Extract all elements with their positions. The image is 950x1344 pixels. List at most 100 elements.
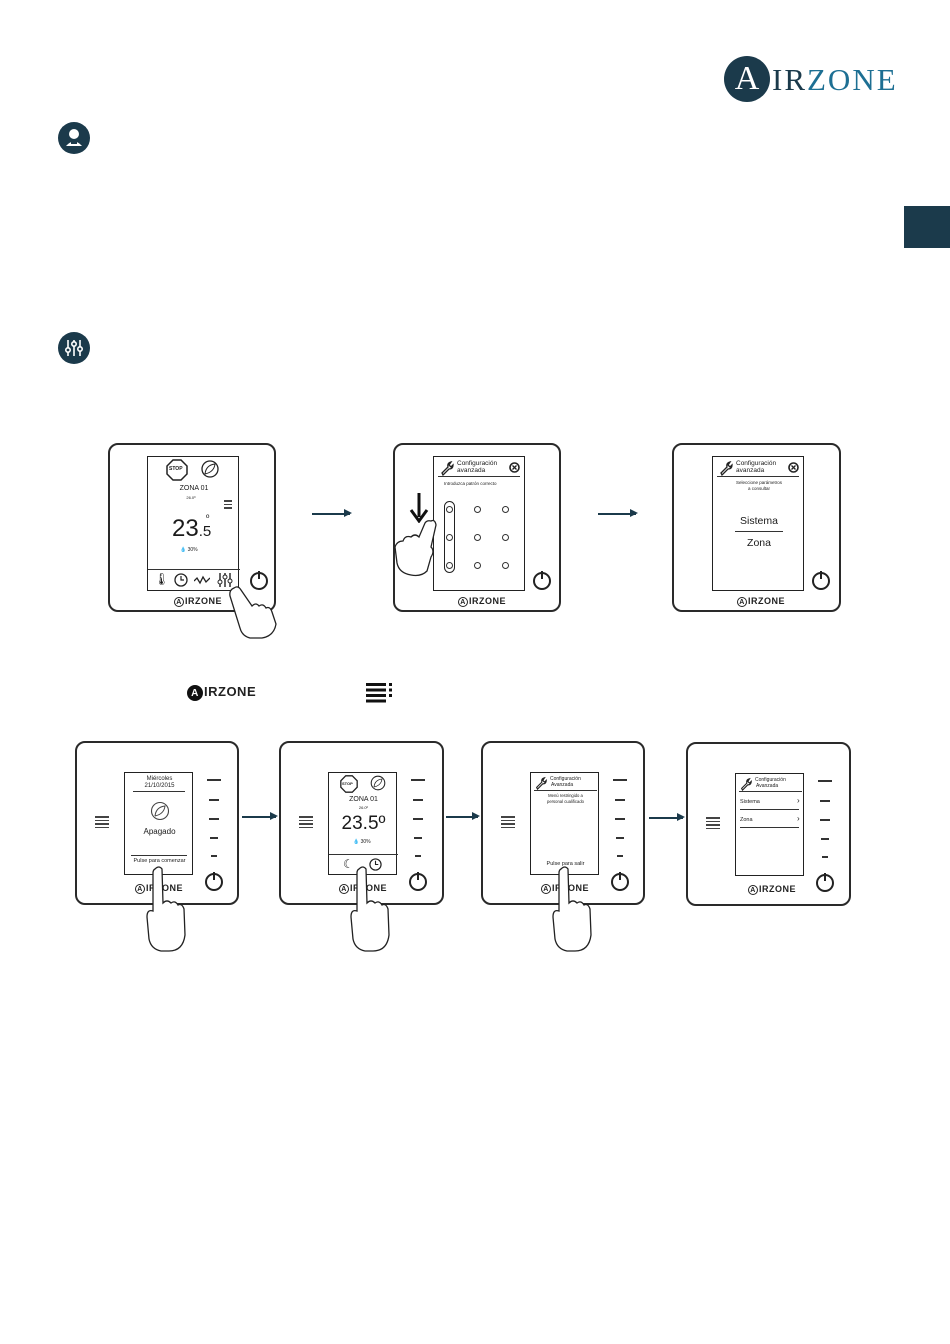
thermometer-icon[interactable]: 🌡 [154, 572, 170, 586]
power-button[interactable] [533, 571, 551, 590]
thermostat-screen: STOP ZONA 01 26.0º 23.5º 💧 30% ☾ [328, 772, 398, 875]
power-button[interactable] [205, 872, 223, 891]
led-indicator [209, 818, 219, 820]
led-indicator [414, 837, 422, 839]
sliders-settings-icon[interactable] [217, 572, 233, 588]
down-arrow-icon [409, 493, 429, 523]
pointing-hand-icon [229, 586, 277, 639]
wrench-icon [740, 777, 752, 791]
led-indicator [210, 837, 218, 839]
section-tab [904, 206, 950, 248]
pattern-dot[interactable] [474, 506, 481, 513]
led-indicator [822, 856, 828, 858]
led-indicator [411, 779, 425, 781]
current-temperature: 23.5 [172, 515, 212, 542]
chevron-right-icon: › [797, 814, 800, 823]
pattern-dot[interactable] [502, 562, 509, 569]
led-indicator [615, 799, 625, 801]
option-sistema[interactable]: Sistema [740, 515, 778, 527]
led-indicator [413, 818, 423, 820]
wave-icon[interactable] [194, 575, 210, 585]
stop-icon [340, 775, 358, 793]
humidity-readout: 💧 30% [180, 547, 198, 553]
menu-icon [366, 683, 392, 703]
clock-icon[interactable] [174, 573, 188, 587]
led-indicator [207, 779, 221, 781]
zone-name: ZONA 01 [179, 485, 209, 492]
led-indicator [820, 819, 830, 821]
eco-leaf-icon [370, 775, 386, 791]
eco-leaf-icon [150, 801, 170, 821]
swipe-path [444, 501, 455, 573]
pattern-dot[interactable] [474, 534, 481, 541]
power-button[interactable] [816, 873, 834, 892]
pattern-dot[interactable] [502, 534, 509, 541]
installer-person-icon [58, 122, 90, 154]
close-icon[interactable] [788, 462, 799, 473]
close-icon[interactable] [509, 462, 520, 473]
pattern-dot[interactable] [446, 506, 453, 513]
menu-icon[interactable] [706, 817, 720, 831]
night-mode-icon[interactable]: ☾ [343, 857, 354, 871]
pointing-hand-icon [552, 866, 592, 952]
power-button[interactable] [611, 872, 629, 891]
pointing-hand-icon [394, 519, 437, 577]
power-button[interactable] [409, 872, 427, 891]
pattern-dot[interactable] [446, 562, 453, 569]
pattern-dot[interactable] [502, 506, 509, 513]
logo-emblem: A [724, 56, 770, 102]
stop-icon [166, 459, 188, 481]
flow-arrow [242, 813, 278, 819]
flow-arrow [446, 813, 480, 819]
wrench-icon [720, 460, 733, 476]
clock-icon[interactable] [369, 858, 382, 871]
flow-arrow [312, 510, 352, 516]
eco-leaf-icon [201, 460, 219, 478]
pattern-dot[interactable] [446, 534, 453, 541]
sliders-icon [58, 332, 90, 364]
led-indicator [821, 838, 829, 840]
option-zona[interactable]: Zona [747, 537, 771, 549]
menu-icon[interactable] [501, 816, 515, 830]
menu-icon [95, 816, 109, 830]
led-indicator [820, 800, 830, 802]
led-indicator [616, 837, 624, 839]
menu-item-zona[interactable]: Zona [740, 817, 753, 823]
chevron-right-icon: › [797, 796, 800, 805]
status-label: Apagado [143, 827, 176, 836]
power-button[interactable] [812, 571, 830, 590]
led-indicator [415, 855, 421, 857]
power-button[interactable] [250, 571, 268, 590]
airzone-logo: A IRZONE [724, 56, 896, 104]
menu-icon[interactable] [224, 500, 232, 511]
logo-wordmark: IRZONE [772, 62, 898, 97]
menu-item-sistema[interactable]: Sistema [740, 799, 760, 805]
pattern-dot[interactable] [474, 562, 481, 569]
menu-icon[interactable] [299, 816, 313, 830]
flow-arrow [598, 510, 638, 516]
led-indicator [413, 799, 423, 801]
pointing-hand-icon [350, 866, 390, 952]
led-indicator [615, 818, 625, 820]
flow-arrow [649, 814, 685, 820]
wrench-icon [535, 776, 547, 790]
led-indicator [613, 779, 627, 781]
